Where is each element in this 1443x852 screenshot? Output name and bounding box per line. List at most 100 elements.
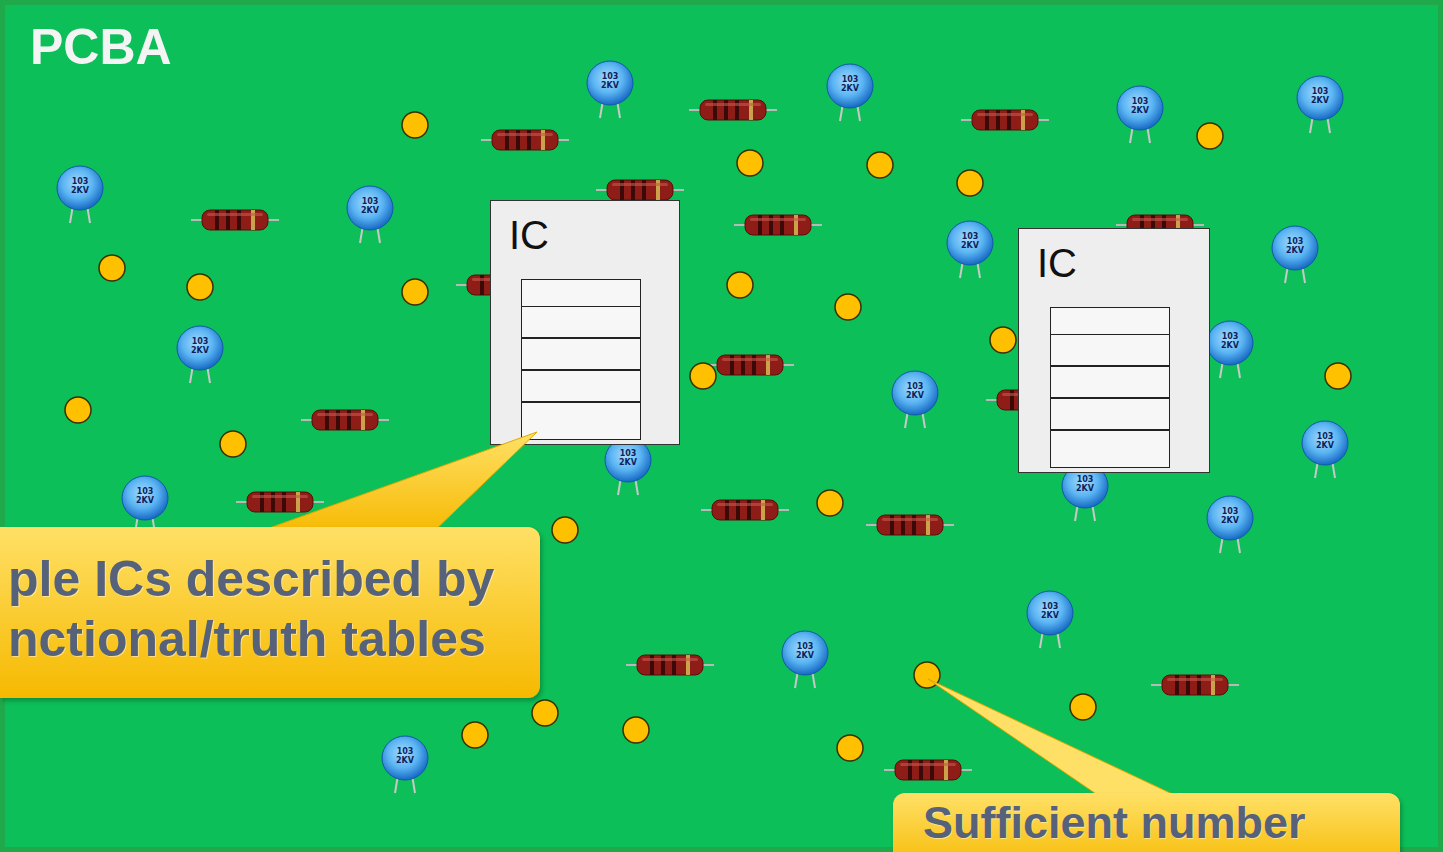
test-point: [835, 294, 861, 320]
ceramic-capacitor: 103 2KV: [55, 165, 105, 227]
resistor-symbol: [884, 760, 972, 780]
test-point: [532, 700, 558, 726]
truth-table-row: [521, 306, 641, 338]
resistor-shine: [717, 503, 773, 506]
ceramic-capacitor: 103 2KV: [345, 185, 395, 247]
capacitor-value: 103 2KV: [615, 449, 641, 467]
ceramic-capacitor: 103 2KV: [825, 63, 875, 125]
capacitor-disc: [587, 61, 633, 105]
capacitor-value: 103 2KV: [1127, 97, 1153, 115]
resistor-body: [1162, 675, 1228, 695]
resistor-shine: [207, 213, 263, 216]
resistor-body: [972, 110, 1038, 130]
resistor-shine: [497, 133, 553, 136]
test-point: [623, 717, 649, 743]
ceramic-capacitor: 103 2KV: [945, 220, 995, 282]
resistor-symbol: [706, 355, 794, 375]
resistor-symbol: [481, 130, 569, 150]
resistor-shine: [750, 218, 806, 221]
capacitor-value: 103 2KV: [957, 232, 983, 250]
test-point: [990, 327, 1016, 353]
test-point: [1070, 694, 1096, 720]
truth-table-row: [521, 402, 641, 440]
capacitor-value: 103 2KV: [1312, 432, 1338, 450]
capacitor-value: 103 2KV: [1037, 602, 1063, 620]
truth-table-row: [1050, 334, 1170, 366]
callout-text: ple ICs described by nctional/truth tabl…: [8, 549, 508, 669]
ceramic-capacitor: 103 2KV: [1205, 320, 1255, 382]
resistor-shine: [882, 518, 938, 521]
capacitor-disc: [782, 631, 828, 675]
capacitor-symbol: [780, 630, 830, 692]
capacitor-value: 103 2KV: [597, 72, 623, 90]
ceramic-capacitor: 103 2KV: [175, 325, 225, 387]
resistor-body: [247, 492, 313, 512]
resistor-body: [492, 130, 558, 150]
test-point: [737, 150, 763, 176]
test-point: [99, 255, 125, 281]
truth-table-row: [521, 279, 641, 307]
ceramic-capacitor: 103 2KV: [890, 370, 940, 432]
truth-table-row: [1050, 430, 1170, 468]
resistor-shine: [722, 358, 778, 361]
capacitor-symbol: [1295, 75, 1345, 137]
ceramic-capacitor: 103 2KV: [1300, 420, 1350, 482]
truth-table-row: [1050, 307, 1170, 335]
capacitor-symbol: [1205, 320, 1255, 382]
capacitor-value: 103 2KV: [1217, 507, 1243, 525]
capacitor-value: 103 2KV: [902, 382, 928, 400]
capacitor-value: 103 2KV: [392, 747, 418, 765]
capacitor-value: 103 2KV: [187, 337, 213, 355]
resistor-shine: [1167, 678, 1223, 681]
capacitor-disc: [57, 166, 103, 210]
ceramic-capacitor: 103 2KV: [1295, 75, 1345, 137]
test-point: [957, 170, 983, 196]
capacitor-symbol: [175, 325, 225, 387]
capacitor-value: 103 2KV: [132, 487, 158, 505]
resistor-body: [312, 410, 378, 430]
resistor-symbol: [961, 110, 1049, 130]
chip-label: IC: [509, 215, 549, 255]
capacitor-disc: [827, 64, 873, 108]
capacitor-disc: [1117, 86, 1163, 130]
resistor-symbol: [191, 210, 279, 230]
capacitor-disc: [1297, 76, 1343, 120]
callout-pointer: [928, 679, 1185, 800]
resistor-symbol: [626, 655, 714, 675]
test-point: [867, 152, 893, 178]
resistor-body: [895, 760, 961, 780]
capacitor-disc: [1207, 321, 1253, 365]
capacitor-value: 103 2KV: [1072, 475, 1098, 493]
ceramic-capacitor: 103 2KV: [1205, 495, 1255, 557]
callout-box: Sufficient number: [893, 793, 1400, 852]
resistor-shine: [642, 658, 698, 661]
test-point: [1197, 123, 1223, 149]
resistor-symbol: [701, 500, 789, 520]
capacitor-symbol: [1205, 495, 1255, 557]
test-point: [552, 517, 578, 543]
resistor-shine: [1132, 218, 1188, 221]
ceramic-capacitor: 103 2KV: [585, 60, 635, 122]
capacitor-disc: [1302, 421, 1348, 465]
capacitor-value: 103 2KV: [357, 197, 383, 215]
capacitor-symbol: [1300, 420, 1350, 482]
board-title: PCBA: [30, 22, 172, 72]
capacitor-symbol: [945, 220, 995, 282]
callout-box: ple ICs described by nctional/truth tabl…: [0, 527, 540, 698]
resistor-body: [877, 515, 943, 535]
capacitor-value: 103 2KV: [792, 642, 818, 660]
capacitor-disc: [1027, 591, 1073, 635]
truth-table-row: [1050, 366, 1170, 398]
capacitor-value: 103 2KV: [1307, 87, 1333, 105]
truth-table-row: [521, 338, 641, 370]
test-point: [402, 112, 428, 138]
resistor-shine: [977, 113, 1033, 116]
capacitor-value: 103 2KV: [1282, 237, 1308, 255]
capacitor-value: 103 2KV: [837, 75, 863, 93]
test-point: [220, 431, 246, 457]
ceramic-capacitor: 103 2KV: [1270, 225, 1320, 287]
test-point: [837, 735, 863, 761]
resistor-symbol: [689, 100, 777, 120]
